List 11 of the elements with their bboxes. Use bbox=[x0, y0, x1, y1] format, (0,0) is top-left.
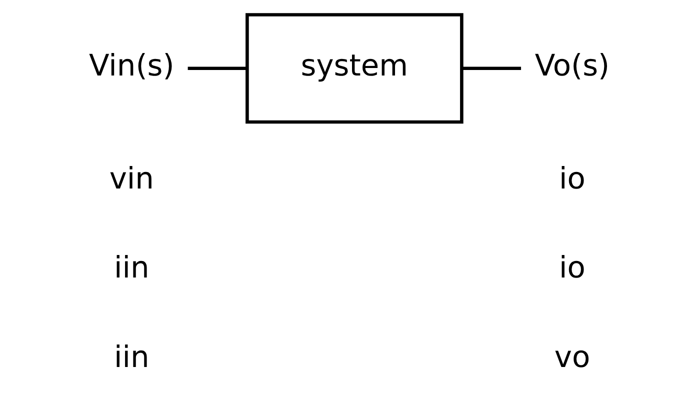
label: io bbox=[558, 250, 585, 286]
connector bbox=[187, 66, 247, 70]
label: vin bbox=[108, 162, 154, 197]
node-text: Vin(s) bbox=[88, 48, 174, 84]
label: iin bbox=[114, 250, 149, 286]
label: vo bbox=[554, 340, 590, 375]
label: iin bbox=[114, 340, 149, 375]
connector bbox=[462, 66, 521, 70]
node-text: Vo(s) bbox=[534, 48, 610, 84]
label: io bbox=[558, 162, 585, 197]
node-box: system bbox=[245, 13, 463, 124]
